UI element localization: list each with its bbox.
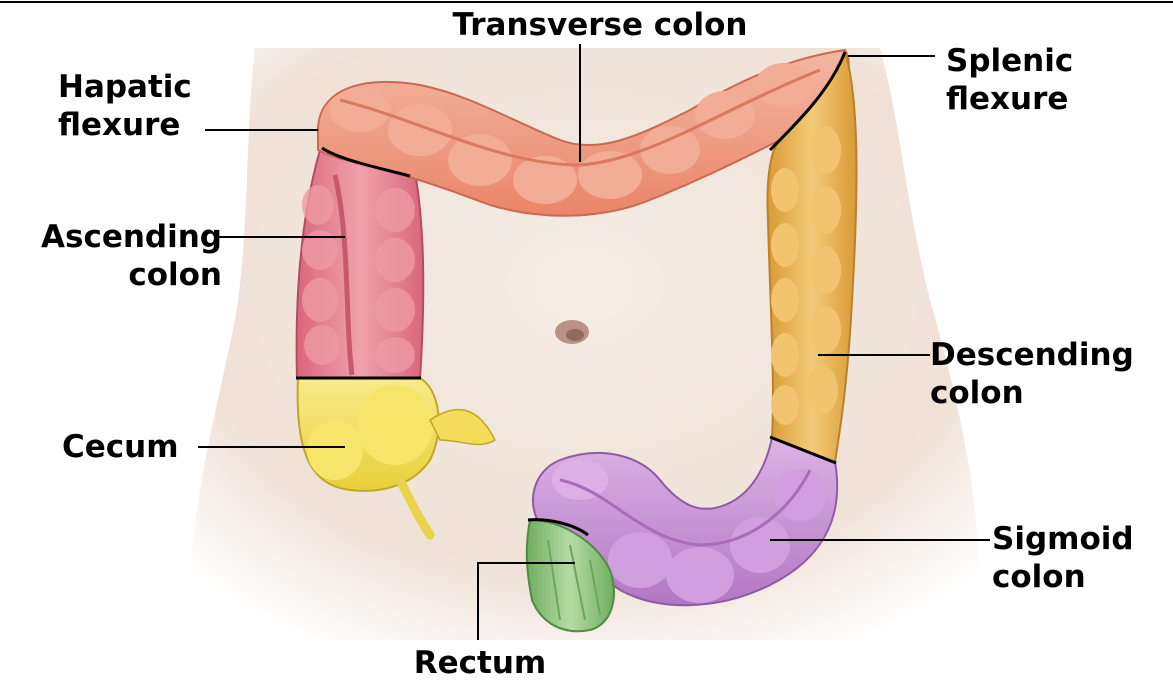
ascending-colon [297, 150, 424, 378]
label-descending-line1: Descending [930, 336, 1134, 374]
label-splenic-flexure: Splenic flexure [946, 42, 1073, 118]
label-ascending-line2: colon [4, 256, 222, 294]
label-transverse-colon: Transverse colon [425, 6, 775, 44]
label-hepatic-line2: flexure [40, 106, 215, 144]
label-cecum-text: Cecum [62, 428, 179, 466]
label-descending-line2: colon [930, 374, 1134, 412]
label-splenic-line2: flexure [946, 80, 1073, 118]
label-hepatic-line1: Hapatic [40, 68, 215, 106]
label-cecum: Cecum [62, 428, 179, 466]
label-rectum-text: Rectum [390, 644, 570, 682]
label-transverse-colon-text: Transverse colon [425, 6, 775, 44]
label-rectum: Rectum [390, 644, 570, 682]
label-sigmoid-colon: Sigmoid colon [992, 520, 1134, 596]
label-sigmoid-line2: colon [992, 558, 1134, 596]
label-splenic-line1: Splenic [946, 42, 1073, 80]
label-ascending-line1: Ascending [4, 218, 222, 256]
label-sigmoid-line1: Sigmoid [992, 520, 1134, 558]
label-descending-colon: Descending colon [930, 336, 1134, 412]
label-hepatic-flexure: Hapatic flexure [40, 68, 215, 144]
label-ascending-colon: Ascending colon [4, 218, 222, 294]
